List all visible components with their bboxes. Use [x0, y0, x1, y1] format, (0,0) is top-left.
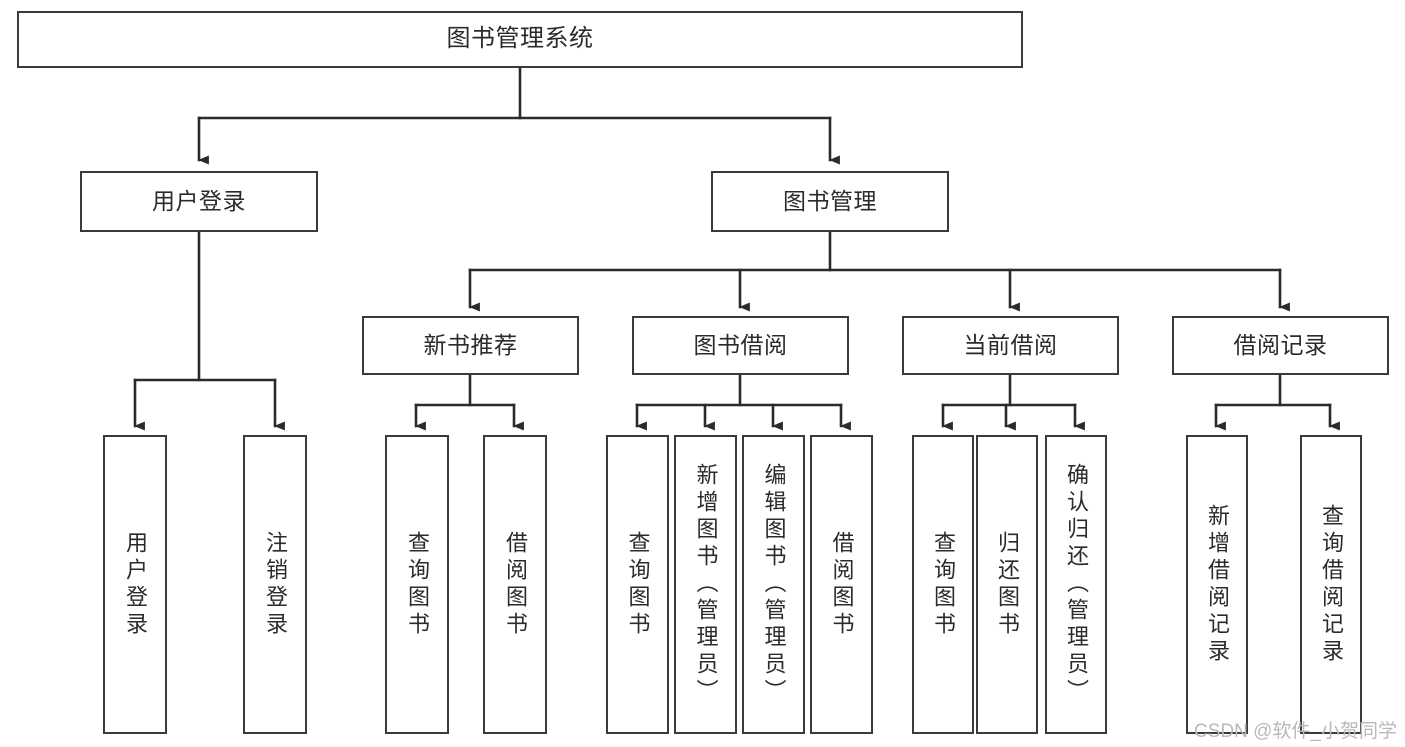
node-book-management[interactable]: 图书管理 [711, 171, 949, 232]
node-label: 查询图书 [625, 530, 651, 639]
leaf-borrow-records-query-record[interactable]: 查询借阅记录 [1300, 435, 1362, 734]
node-label: 新书推荐 [423, 331, 518, 358]
node-label: 查询借阅记录 [1319, 503, 1344, 666]
node-user-login[interactable]: 用户登录 [80, 171, 318, 232]
node-new-book-recommendation[interactable]: 新书推荐 [362, 316, 579, 375]
node-label: 新增借阅记录 [1205, 503, 1230, 666]
leaf-current-borrow-confirm-return-admin[interactable]: 确认归还（管理员） [1045, 435, 1107, 734]
node-label: 查询图书 [931, 530, 956, 639]
node-label: 借阅记录 [1233, 331, 1328, 358]
node-book-borrowing[interactable]: 图书借阅 [632, 316, 849, 375]
leaf-book-borrow-borrow-books[interactable]: 借阅图书 [810, 435, 873, 734]
leaf-current-borrow-return-books[interactable]: 归还图书 [976, 435, 1038, 734]
leaf-user-login-logout[interactable]: 注销登录 [243, 435, 307, 734]
leaf-new-book-borrow-books[interactable]: 借阅图书 [483, 435, 547, 734]
node-label: 借阅图书 [829, 530, 855, 639]
leaf-book-borrow-add-book-admin[interactable]: 新增图书（管理员） [674, 435, 737, 734]
node-label: 用户登录 [152, 187, 246, 214]
leaf-new-book-query-books[interactable]: 查询图书 [385, 435, 449, 734]
leaf-user-login-login[interactable]: 用户登录 [103, 435, 167, 734]
leaf-current-borrow-query-books[interactable]: 查询图书 [912, 435, 974, 734]
leaf-book-borrow-query-books[interactable]: 查询图书 [606, 435, 669, 734]
node-label: 查询图书 [405, 530, 430, 639]
node-label: 注销登录 [263, 530, 288, 639]
node-current-borrowing[interactable]: 当前借阅 [902, 316, 1119, 375]
node-label: 确认归还（管理员） [1064, 463, 1089, 706]
node-label: 当前借阅 [963, 331, 1058, 358]
node-label: 图书借阅 [693, 331, 788, 358]
node-label: 用户登录 [123, 530, 148, 639]
node-root-book-management-system[interactable]: 图书管理系统 [17, 11, 1023, 68]
node-label: 编辑图书（管理员） [761, 463, 787, 706]
node-label: 图书管理 [783, 187, 877, 214]
node-label: 图书管理系统 [446, 25, 594, 53]
leaf-borrow-records-add-record[interactable]: 新增借阅记录 [1186, 435, 1248, 734]
node-label: 归还图书 [995, 530, 1020, 639]
leaf-book-borrow-edit-book-admin[interactable]: 编辑图书（管理员） [742, 435, 805, 734]
node-borrowing-records[interactable]: 借阅记录 [1172, 316, 1389, 375]
node-label: 借阅图书 [503, 530, 528, 639]
node-label: 新增图书（管理员） [693, 463, 719, 706]
